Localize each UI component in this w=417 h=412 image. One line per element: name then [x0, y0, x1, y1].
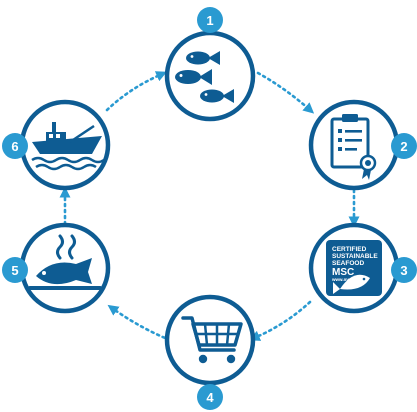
step-badge-4: 4	[197, 384, 223, 410]
connector-3-to-4	[248, 300, 312, 341]
step-node-3: CERTIFIED SUSTAINABLE SEAFOOD MSC www.ms…	[308, 222, 400, 314]
ecolabel-brand: MSC	[332, 267, 354, 278]
ecolabel-line-1: CERTIFIED	[332, 246, 367, 253]
fish-school-icon	[175, 51, 234, 103]
ecolabel-line-2: SUSTAINABLE	[332, 253, 378, 260]
fishing-vessel-icon	[31, 122, 105, 171]
step-node-6	[19, 99, 111, 191]
step-badge-2: 2	[391, 133, 417, 159]
step-badge-1: 1	[197, 7, 223, 33]
step-number-5: 5	[11, 263, 18, 278]
connector-4-to-5	[107, 304, 172, 342]
shopping-cart-icon	[181, 316, 243, 364]
ecolabel-line-3: SEAFOOD	[332, 260, 364, 267]
step-number-2: 2	[400, 139, 407, 154]
certificate-document-icon	[330, 114, 377, 180]
step-node-2	[308, 99, 400, 191]
connector-6-to-1	[105, 71, 168, 112]
ecolabel-url: www.msc.org	[331, 277, 361, 282]
step-number-4: 4	[206, 390, 214, 405]
connector-1-to-2	[256, 71, 315, 114]
step-badge-3: 3	[391, 257, 417, 283]
step-node-1	[164, 30, 256, 122]
msc-ecolabel-icon: CERTIFIED SUSTAINABLE SEAFOOD MSC www.ms…	[326, 240, 382, 296]
step-badge-6: 6	[2, 133, 28, 159]
step-number-1: 1	[206, 13, 213, 28]
step-node-4	[164, 294, 256, 386]
step-badge-5: 5	[2, 257, 28, 283]
cooked-fish-icon	[28, 234, 102, 290]
step-number-6: 6	[11, 139, 18, 154]
step-node-5	[19, 222, 111, 314]
msc-fish-mark-icon	[333, 274, 370, 294]
step-number-3: 3	[400, 263, 407, 278]
